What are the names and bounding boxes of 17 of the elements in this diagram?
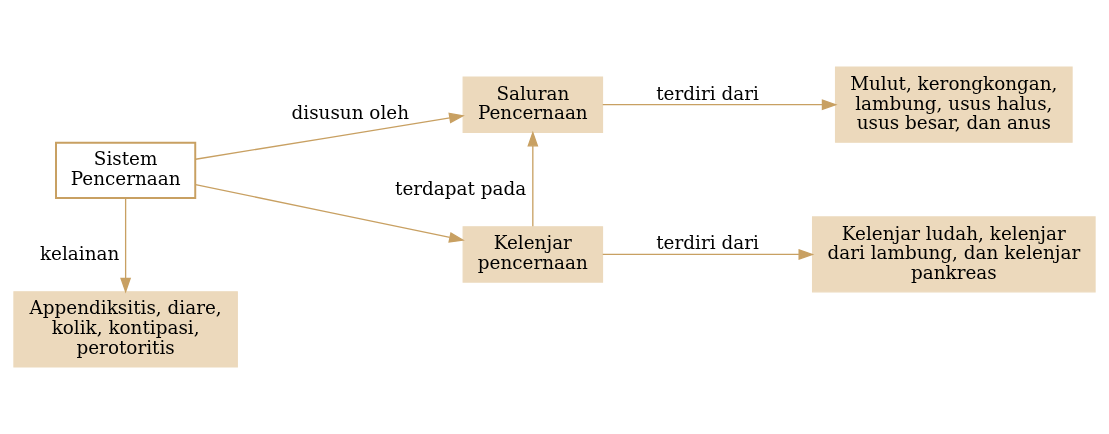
node-box: Kelenjar ludah, kelenjar dari lambung, dan kelenjar pankreas xyxy=(811,216,1096,293)
arrow xyxy=(194,183,465,243)
node-box: Sistem Pencernaan xyxy=(55,141,197,199)
arrow xyxy=(602,99,838,111)
arrow xyxy=(602,248,815,260)
edge-label: terdiri dari xyxy=(656,82,759,104)
edge-label: terdapat pada xyxy=(395,177,527,199)
edge-label: terdiri dari xyxy=(656,232,759,254)
arrow xyxy=(120,197,132,294)
edge-label: kelainan xyxy=(39,242,120,264)
arrow xyxy=(527,130,539,227)
arrow xyxy=(194,112,465,160)
node-box: Mulut, kerongkongan, lambung, usus halus, usus besar, dan anus xyxy=(834,66,1073,143)
node-box: Appendiksitis, diare, kolik, kontipasi, perotoritis xyxy=(13,291,238,368)
edge-label: disusun oleh xyxy=(291,102,409,124)
node-box: Kelenjar pencernaan xyxy=(462,226,604,283)
node-box: Saluran Pencernaan xyxy=(462,76,604,133)
